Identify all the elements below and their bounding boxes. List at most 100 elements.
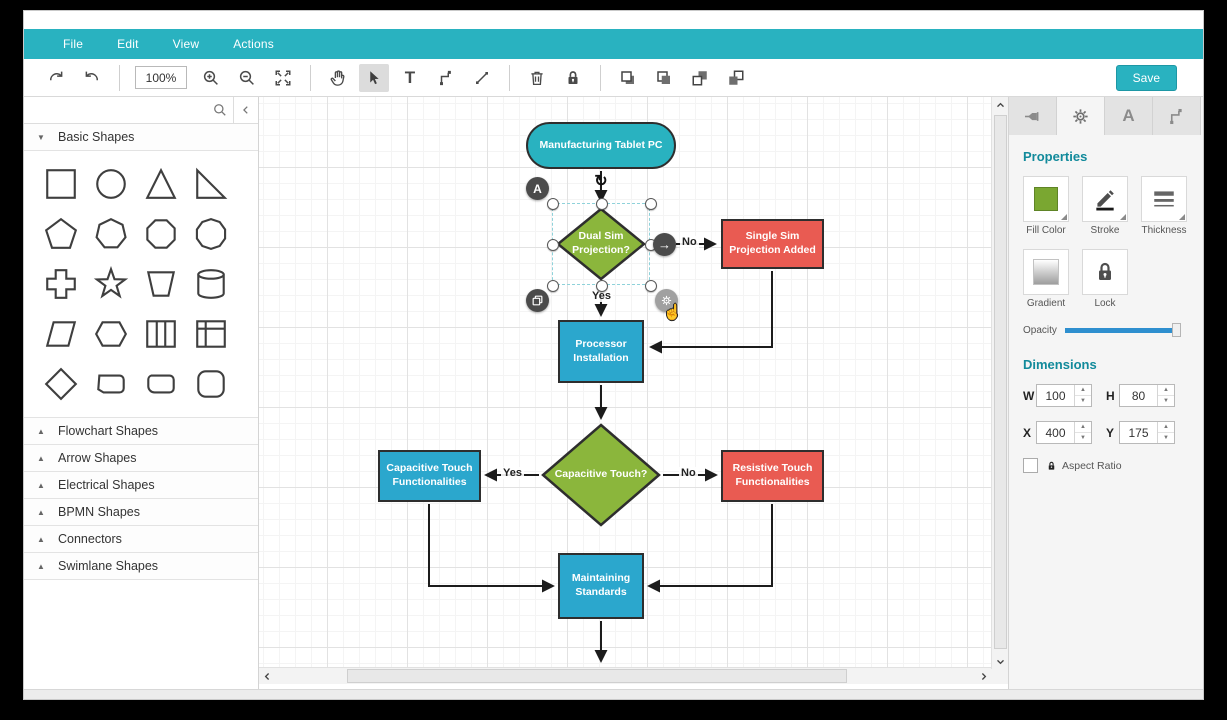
tab-text-properties[interactable]: A — [1105, 97, 1153, 135]
rotate-handle-icon[interactable]: ↻ — [594, 173, 608, 190]
spin-up-icon[interactable]: ▲ — [1158, 422, 1174, 433]
shape-cylinder[interactable] — [186, 259, 236, 309]
zoom-level-input[interactable] — [135, 66, 187, 89]
shape-partitioned-rectangle[interactable] — [136, 309, 186, 359]
zoom-out-icon[interactable] — [232, 64, 262, 92]
shape-rounded-square[interactable] — [186, 359, 236, 409]
shape-circle[interactable] — [86, 159, 136, 209]
y-input[interactable] — [1120, 422, 1157, 443]
shape-card[interactable] — [86, 359, 136, 409]
height-stepper[interactable]: ▲ ▼ — [1119, 384, 1175, 407]
menu-file[interactable]: File — [63, 37, 84, 51]
resize-handle[interactable] — [547, 280, 559, 292]
pan-tool-icon[interactable] — [323, 64, 353, 92]
shape-triangle[interactable] — [136, 159, 186, 209]
shape-diamond[interactable] — [36, 359, 86, 409]
resize-handle[interactable] — [645, 198, 657, 210]
menu-edit[interactable]: Edit — [117, 37, 139, 51]
shape-parallelogram[interactable] — [36, 309, 86, 359]
width-input[interactable] — [1037, 385, 1074, 406]
node-dual-sim-projection[interactable]: Dual Sim Projection? — [556, 207, 646, 281]
resize-handle[interactable] — [547, 239, 559, 251]
text-tool-icon[interactable]: T — [404, 67, 416, 87]
save-button[interactable]: Save — [1115, 64, 1177, 91]
sidebar-section-bpmn-shapes[interactable]: ▲ BPMN Shapes — [24, 499, 258, 526]
shape-square[interactable] — [36, 159, 86, 209]
y-stepper[interactable]: ▲ ▼ — [1119, 421, 1175, 444]
sidebar-section-basic-shapes[interactable]: ▼ Basic Shapes — [24, 124, 258, 151]
menu-view[interactable]: View — [172, 37, 200, 51]
pointer-tool-icon[interactable] — [359, 63, 389, 92]
collapse-sidebar-icon[interactable] — [233, 97, 258, 123]
shape-table[interactable] — [186, 309, 236, 359]
x-input[interactable] — [1037, 422, 1074, 443]
vertical-scroll-thumb[interactable] — [994, 115, 1007, 649]
node-capacitive-touch-functionalities[interactable]: Capacitive Touch Functionalities — [378, 450, 481, 502]
undo-icon[interactable] — [77, 64, 107, 92]
horizontal-scrollbar[interactable] — [259, 667, 1008, 684]
send-backward-icon[interactable] — [721, 64, 751, 92]
resize-handle[interactable] — [547, 198, 559, 210]
stroke-button[interactable]: Stroke — [1082, 176, 1128, 236]
lock-icon[interactable] — [558, 64, 588, 92]
scroll-down-icon[interactable] — [992, 653, 1008, 669]
shape-right-triangle[interactable] — [186, 159, 236, 209]
node-single-sim-projection-added[interactable]: Single Sim Projection Added — [721, 219, 824, 269]
gradient-button[interactable]: Gradient — [1023, 249, 1069, 309]
bring-to-front-icon[interactable] — [613, 64, 643, 92]
settings-badge[interactable] — [655, 289, 678, 312]
shape-heptagon[interactable] — [86, 209, 136, 259]
diagram-canvas[interactable]: Manufacturing Tablet PC Dual Sim Project… — [259, 97, 991, 669]
spin-up-icon[interactable]: ▲ — [1075, 422, 1091, 433]
opacity-slider[interactable] — [1065, 323, 1181, 337]
shape-pentagon[interactable] — [36, 209, 86, 259]
tab-connector-properties[interactable] — [1153, 97, 1201, 135]
shape-plus[interactable] — [36, 259, 86, 309]
redo-icon[interactable] — [41, 64, 71, 92]
spin-up-icon[interactable]: ▲ — [1158, 385, 1174, 396]
search-input[interactable] — [24, 97, 207, 123]
spin-up-icon[interactable]: ▲ — [1075, 385, 1091, 396]
shape-decagon[interactable] — [186, 209, 236, 259]
spin-down-icon[interactable]: ▼ — [1080, 398, 1086, 404]
width-stepper[interactable]: ▲ ▼ — [1036, 384, 1092, 407]
shape-hexagon[interactable] — [86, 309, 136, 359]
sidebar-section-connectors[interactable]: ▲ Connectors — [24, 526, 258, 553]
scroll-left-icon[interactable] — [259, 668, 275, 684]
x-stepper[interactable]: ▲ ▼ — [1036, 421, 1092, 444]
shape-octagon[interactable] — [136, 209, 186, 259]
orthogonal-connector-icon[interactable] — [431, 64, 461, 92]
thickness-button[interactable]: Thickness — [1141, 176, 1187, 236]
sidebar-section-flowchart-shapes[interactable]: ▲ Flowchart Shapes — [24, 418, 258, 445]
resize-handle[interactable] — [596, 198, 608, 210]
delete-icon[interactable] — [522, 64, 552, 92]
opacity-slider-handle[interactable] — [1172, 323, 1181, 337]
node-resistive-touch-functionalities[interactable]: Resistive Touch Functionalities — [721, 450, 824, 502]
selection-box[interactable] — [547, 198, 657, 292]
zoom-in-icon[interactable] — [196, 64, 226, 92]
fit-to-page-icon[interactable] — [268, 64, 298, 92]
scroll-up-icon[interactable] — [992, 97, 1008, 113]
height-input[interactable] — [1120, 385, 1157, 406]
lock-button[interactable]: Lock — [1082, 249, 1128, 309]
spin-down-icon[interactable]: ▼ — [1080, 435, 1086, 441]
sidebar-section-electrical-shapes[interactable]: ▲ Electrical Shapes — [24, 472, 258, 499]
send-to-back-icon[interactable] — [649, 64, 679, 92]
sidebar-section-arrow-shapes[interactable]: ▲ Arrow Shapes — [24, 445, 258, 472]
fill-color-button[interactable]: Fill Color — [1023, 176, 1069, 236]
shape-rounded[interactable] — [136, 359, 186, 409]
annotation-badge[interactable]: A — [526, 177, 549, 200]
resize-handle[interactable] — [645, 280, 657, 292]
menu-actions[interactable]: Actions — [233, 37, 274, 51]
node-maintaining-standards[interactable]: Maintaining Standards — [558, 553, 644, 619]
tab-pin[interactable] — [1009, 97, 1057, 135]
spin-down-icon[interactable]: ▼ — [1163, 435, 1169, 441]
scroll-right-icon[interactable] — [975, 668, 991, 684]
straight-connector-icon[interactable] — [467, 64, 497, 92]
search-icon[interactable] — [207, 97, 233, 123]
resize-handle[interactable] — [596, 280, 608, 292]
sidebar-section-swimlane-shapes[interactable]: ▲ Swimlane Shapes — [24, 553, 258, 580]
spin-down-icon[interactable]: ▼ — [1163, 398, 1169, 404]
bring-forward-icon[interactable] — [685, 64, 715, 92]
shape-trapezoid[interactable] — [136, 259, 186, 309]
